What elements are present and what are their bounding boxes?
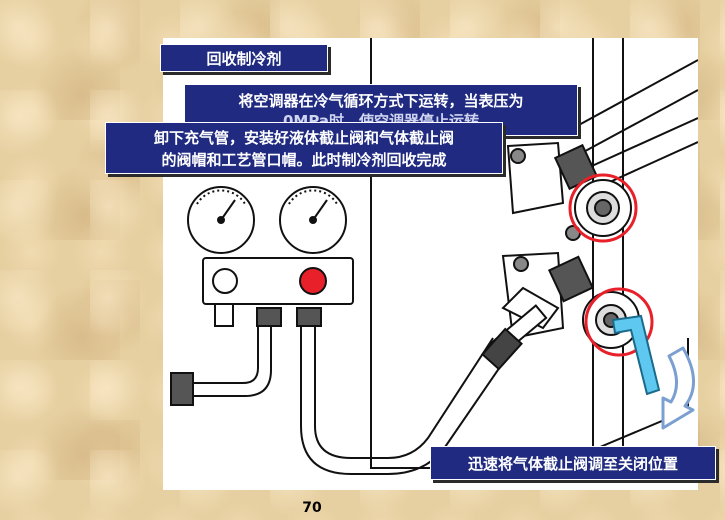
caption-remove-line-2: 的阀帽和工艺管口帽。此时制冷剂回收完成 bbox=[161, 151, 447, 169]
page-number: 70 bbox=[302, 500, 322, 516]
gas-valve-highlight bbox=[584, 287, 654, 357]
curved-arrow-icon bbox=[661, 346, 695, 430]
left-hose bbox=[170, 326, 272, 406]
liquid-stop-valve bbox=[506, 141, 632, 241]
valve-diagram bbox=[170, 38, 698, 475]
hex-wrench-icon bbox=[611, 314, 661, 396]
caption-run-line-1: 将空调器在冷气循环方式下运转，当表压为 bbox=[238, 92, 524, 110]
caption-remove-hose: 卸下充气管，安装好液体截止阀和气体截止阀 的阀帽和工艺管口帽。此时制冷剂回收完成 bbox=[105, 122, 503, 174]
caption-close-valve: 迅速将气体截止阀调至关闭位置 bbox=[430, 446, 716, 480]
caption-close-text: 迅速将气体截止阀调至关闭位置 bbox=[467, 455, 678, 473]
slide-title: 回收制冷剂 bbox=[160, 44, 328, 72]
caption-remove-line-1: 卸下充气管，安装好液体截止阀和气体截止阀 bbox=[153, 129, 454, 147]
manifold-gauge bbox=[187, 186, 354, 327]
liquid-valve-highlight bbox=[568, 173, 638, 243]
slide-title-text: 回收制冷剂 bbox=[206, 50, 282, 68]
